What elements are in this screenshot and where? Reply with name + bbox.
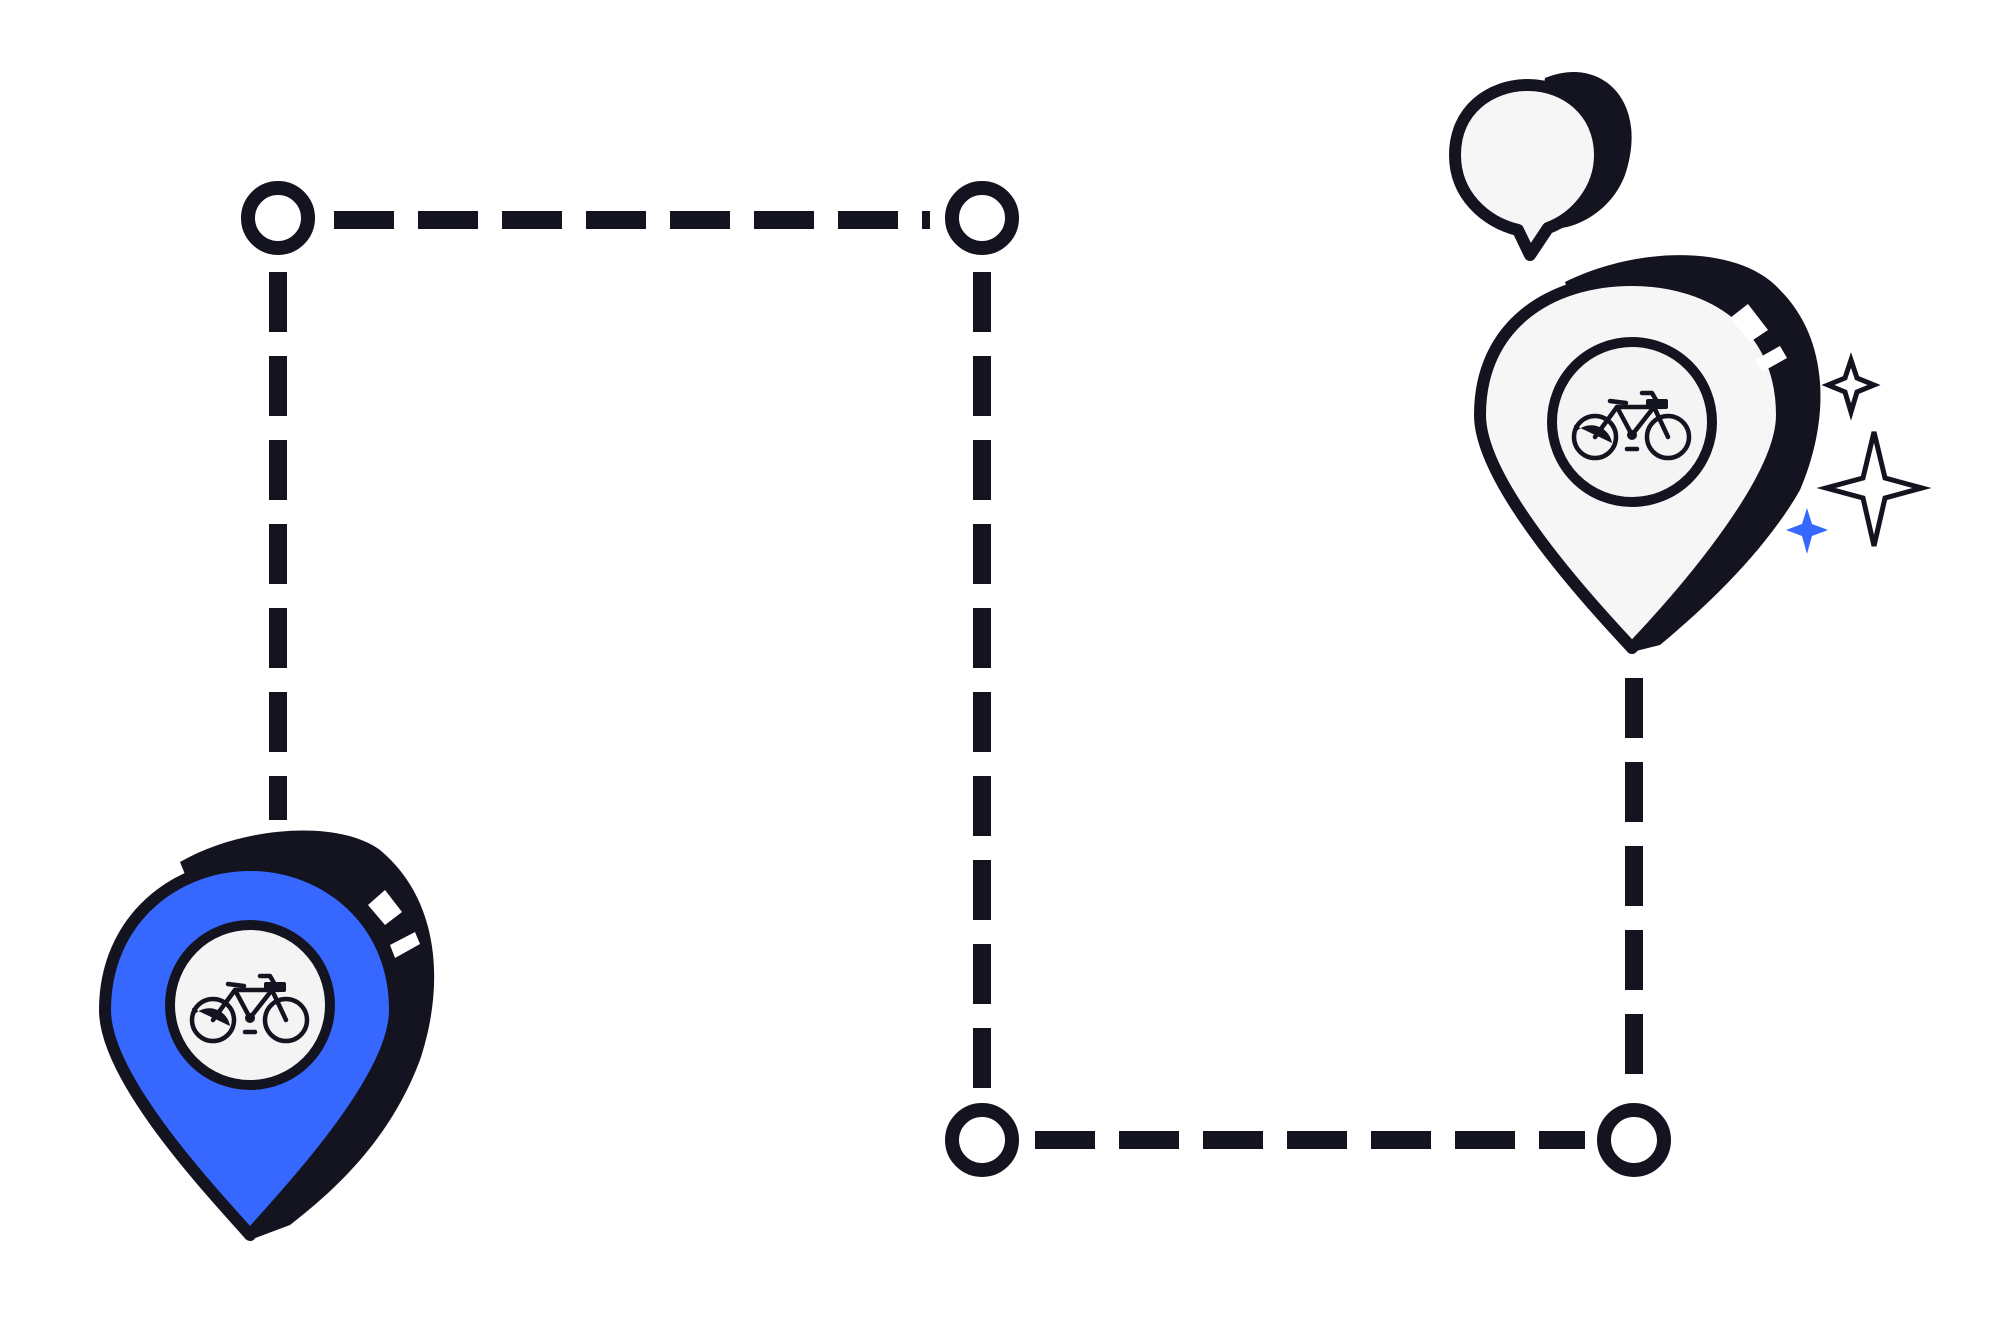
waypoint-bottom-right: [1597, 1103, 1671, 1177]
sparkle-large-icon: [1816, 431, 1932, 547]
speech-bubble-body: [1449, 79, 1606, 261]
end-pin-inner-circle: [1547, 337, 1717, 507]
start-pin-inner-circle: [165, 920, 335, 1090]
dashed-route: [269, 211, 1643, 1149]
start-location-pin: [99, 830, 435, 1241]
waypoint-top-right: [945, 181, 1019, 255]
sparkle-blue-icon: [1786, 508, 1828, 554]
start-pin-highlight-dashes: [368, 890, 420, 958]
bicycle-icon: [1571, 390, 1692, 461]
waypoint-top-left: [241, 181, 315, 255]
speech-bubble: [1449, 71, 1632, 261]
waypoint-bottom-left: [945, 1103, 1019, 1177]
end-location-pin: [1474, 255, 1821, 654]
sparkle-small-icon: [1821, 352, 1881, 421]
sparkles: [1786, 352, 1932, 554]
route-waypoints: [241, 181, 1671, 1177]
end-pin-highlight-dashes: [1730, 304, 1787, 372]
bicycle-icon: [189, 973, 310, 1044]
